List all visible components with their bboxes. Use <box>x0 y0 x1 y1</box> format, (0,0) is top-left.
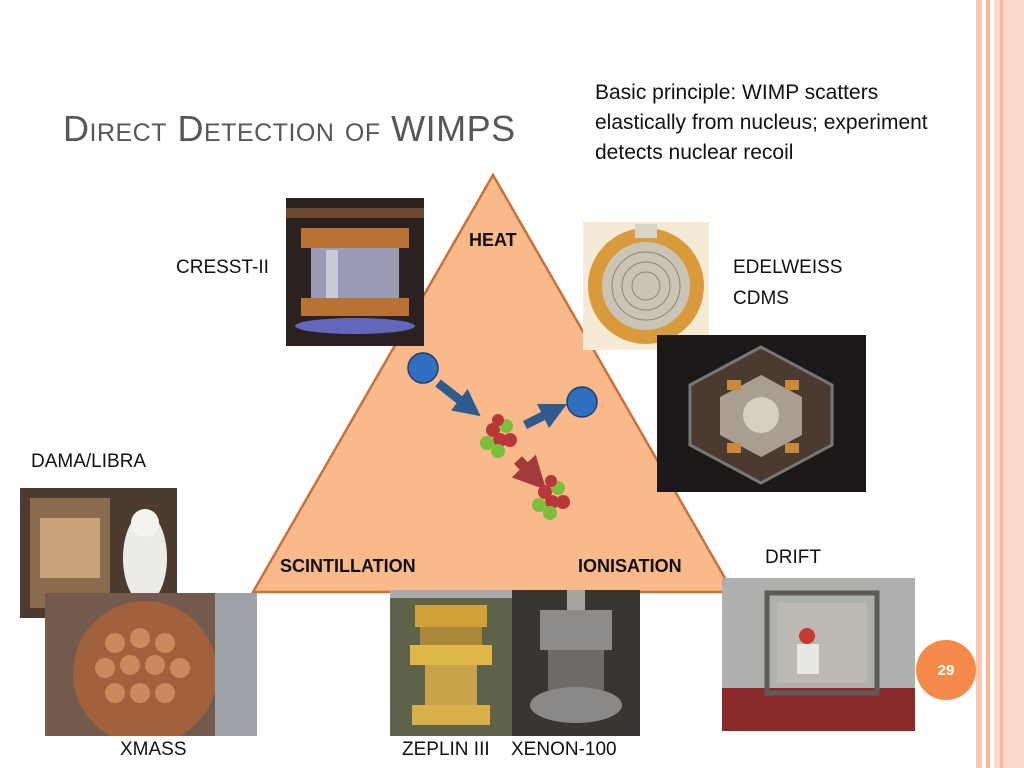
ionisation-label: IONISATION <box>578 556 682 576</box>
wimp-incoming-icon <box>407 352 439 384</box>
zeplin-photo <box>390 590 512 736</box>
xenon-photo <box>512 590 640 736</box>
principle-text: Basic principle: WIMP scatters elastical… <box>595 81 928 164</box>
scintillation-label: SCINTILLATION <box>280 556 416 576</box>
recoil-nucleus-icon <box>532 475 570 520</box>
nucleus-icon <box>480 414 517 458</box>
heat-label: HEAT <box>469 230 517 250</box>
xmass-photo <box>45 593 257 736</box>
xmass-label: XMASS <box>120 739 187 760</box>
page-number-badge: 29 <box>916 640 976 700</box>
decorative-side-bars <box>976 0 1024 768</box>
edelweiss-photo <box>583 222 709 350</box>
xenon-label: XENON-100 <box>511 739 617 760</box>
zeplin-label: ZEPLIN III <box>402 739 490 760</box>
drift-photo <box>722 578 915 731</box>
cresst-label: CRESST-II <box>176 257 269 278</box>
dama-label: DAMA/LIBRA <box>31 451 147 472</box>
cdms-photo <box>657 335 866 492</box>
cresst-photo <box>286 198 424 346</box>
cdms-label: CDMS <box>733 288 789 309</box>
wimp-scattered-icon <box>566 386 598 418</box>
drift-label: DRIFT <box>765 547 821 568</box>
scatter-arrow-icon <box>522 403 568 430</box>
edelweiss-label: EDELWEISS <box>733 257 843 278</box>
recoil-arrow-icon <box>511 454 547 490</box>
incoming-arrow-icon <box>435 379 481 417</box>
slide-title: Direct Detection of WIMPS <box>63 108 516 149</box>
